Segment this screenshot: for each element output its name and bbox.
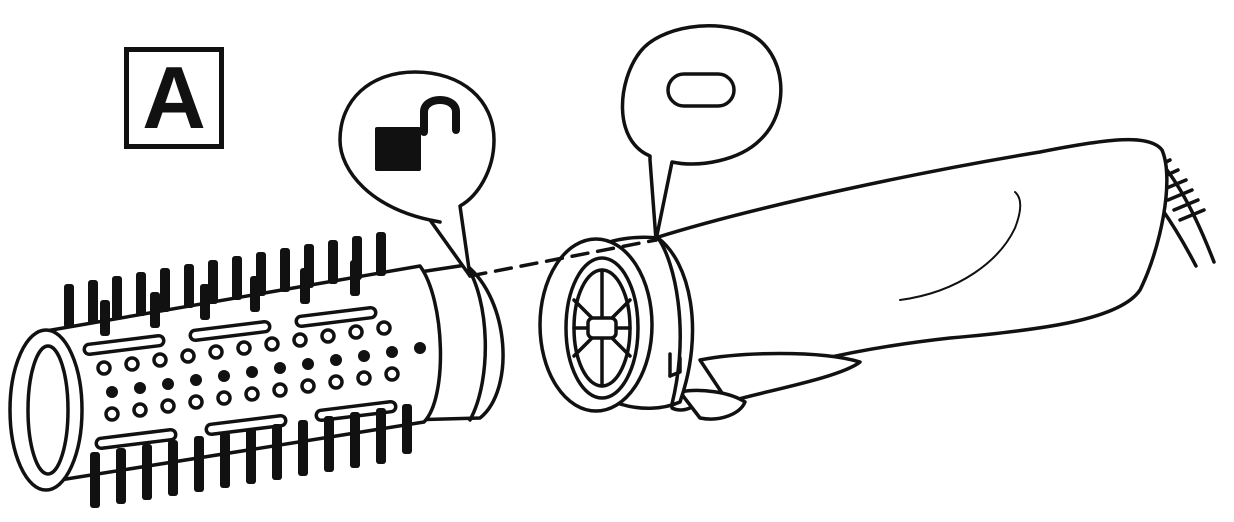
align-mark-callout — [622, 26, 780, 240]
unlock-callout — [340, 72, 494, 276]
fan-grille — [574, 270, 630, 386]
handle-collar — [540, 237, 693, 411]
handle-body — [655, 140, 1167, 419]
round-brush-attachment — [10, 232, 503, 508]
